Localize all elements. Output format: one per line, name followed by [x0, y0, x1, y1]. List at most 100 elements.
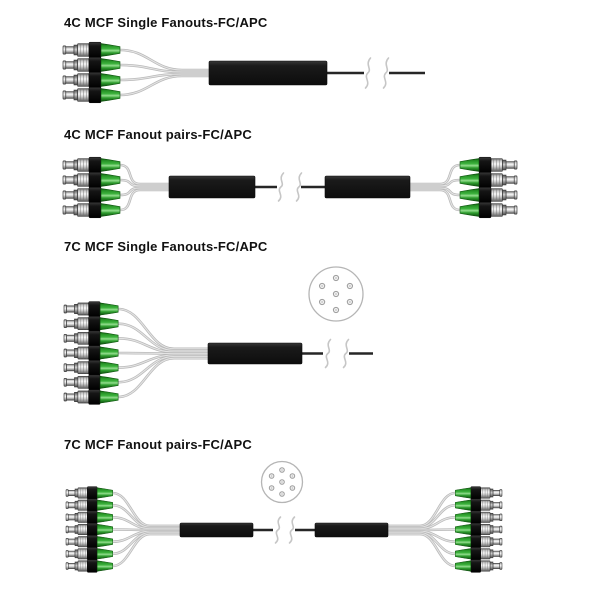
fc-apc-connector	[65, 522, 113, 537]
fc-apc-connector	[459, 171, 518, 189]
connector-housing	[88, 56, 102, 74]
fiber-cable-highlight	[112, 492, 187, 527]
apc-green-boot	[100, 158, 121, 172]
fiber-core-dot-center	[270, 487, 273, 489]
connector-housing	[88, 374, 101, 390]
fiber-cable-highlight	[119, 49, 216, 71]
connector-housing	[87, 498, 98, 512]
fc-apc-connector	[459, 186, 518, 204]
fiber-cable-highlight	[112, 528, 187, 531]
apc-green-boot	[459, 173, 480, 187]
connector-housing	[470, 535, 481, 549]
fiber-cable-highlight	[119, 179, 176, 187]
fiber-cable-highlight	[119, 187, 176, 196]
fc-apc-connector	[63, 360, 119, 376]
fiber-cable-highlight	[403, 187, 461, 196]
fiber-core-dot-center	[321, 285, 324, 287]
connector-housing	[88, 345, 101, 361]
fiber-cable-highlight	[112, 530, 187, 543]
fiber-cable	[380, 503, 457, 529]
fiber-cable-highlight	[403, 164, 461, 185]
apc-green-boot	[455, 548, 472, 560]
apc-green-boot	[455, 560, 472, 572]
connector-housing	[478, 201, 492, 219]
fc-apc-connector	[62, 71, 121, 89]
fanout-block	[179, 522, 254, 538]
connector-housing	[88, 360, 101, 376]
apc-green-boot	[96, 548, 113, 560]
apc-green-boot	[99, 317, 119, 331]
fc-apc-connector	[455, 547, 503, 561]
connector-housing	[88, 171, 102, 189]
connector-housing	[87, 522, 98, 537]
connector-housing	[88, 156, 102, 174]
fiber-cable-highlight	[381, 492, 456, 527]
apc-green-boot	[99, 361, 119, 375]
apc-green-boot	[459, 158, 480, 172]
apc-green-boot	[455, 536, 472, 548]
fiber-cable-highlight	[119, 73, 216, 81]
fc-apc-connector	[459, 201, 518, 219]
fiber-core-dot-center	[348, 285, 351, 287]
cable-break-icon	[277, 172, 285, 202]
fiber-core-dot-center	[321, 301, 324, 303]
fiber-cable-highlight	[381, 516, 456, 530]
fc-apc-connector	[62, 41, 121, 59]
fiber-cable-highlight	[117, 357, 215, 398]
fc-apc-connector	[65, 535, 113, 549]
connector-housing	[88, 86, 102, 104]
apc-green-boot	[100, 43, 121, 57]
apc-green-boot	[455, 487, 472, 499]
apc-green-boot	[455, 523, 472, 536]
apc-green-boot	[99, 375, 119, 389]
apc-green-boot	[99, 331, 119, 345]
fc-apc-connector	[62, 56, 121, 74]
connector-housing	[470, 486, 481, 500]
connector-housing	[470, 522, 481, 537]
fanout-block	[314, 522, 389, 538]
fc-apc-connector	[455, 559, 503, 573]
apc-green-boot	[96, 511, 113, 523]
connector-housing	[87, 510, 98, 524]
connector-housing	[88, 301, 101, 317]
cable-break-icon	[324, 338, 332, 369]
apc-green-boot	[459, 203, 480, 217]
cable-break-icon	[382, 57, 390, 89]
fiber-core-dot-center	[270, 475, 273, 477]
connector-housing	[470, 498, 481, 512]
apc-green-boot	[100, 203, 121, 217]
fiber-cable-highlight	[117, 354, 215, 369]
cable-break-icon	[364, 57, 372, 89]
fiber-cable-highlight	[381, 533, 456, 567]
apc-green-boot	[96, 536, 113, 548]
fanout-block	[207, 342, 303, 365]
fiber-core-dot-center	[291, 487, 294, 489]
cable-break-icon	[295, 172, 303, 202]
fc-apc-connector	[63, 316, 119, 332]
connector-housing	[87, 486, 98, 500]
fiber-cable-highlight	[381, 528, 456, 531]
apc-green-boot	[96, 523, 113, 536]
fc-apc-connector	[455, 486, 503, 500]
fiber-cable-highlight	[403, 179, 461, 187]
fc-apc-connector	[455, 498, 503, 512]
connector-housing	[478, 156, 492, 174]
fc-apc-connector	[455, 522, 503, 537]
apc-green-boot	[100, 88, 121, 102]
apc-green-boot	[96, 560, 113, 572]
fiber-cable-highlight	[117, 337, 215, 353]
connector-housing	[88, 330, 101, 346]
connector-housing	[88, 316, 101, 332]
fiber-cable-highlight	[112, 532, 187, 555]
fiber-core-dot-center	[335, 277, 337, 279]
fc-apc-connector	[63, 374, 119, 390]
fiber-cable-highlight	[381, 532, 456, 555]
assembly-4c-single	[62, 41, 425, 104]
connector-housing	[87, 547, 98, 561]
fiber-cable-highlight	[117, 352, 215, 355]
fc-apc-connector	[455, 510, 503, 524]
fiber-cross-section	[260, 460, 304, 504]
connector-housing	[478, 186, 492, 204]
fc-apc-connector	[63, 330, 119, 346]
